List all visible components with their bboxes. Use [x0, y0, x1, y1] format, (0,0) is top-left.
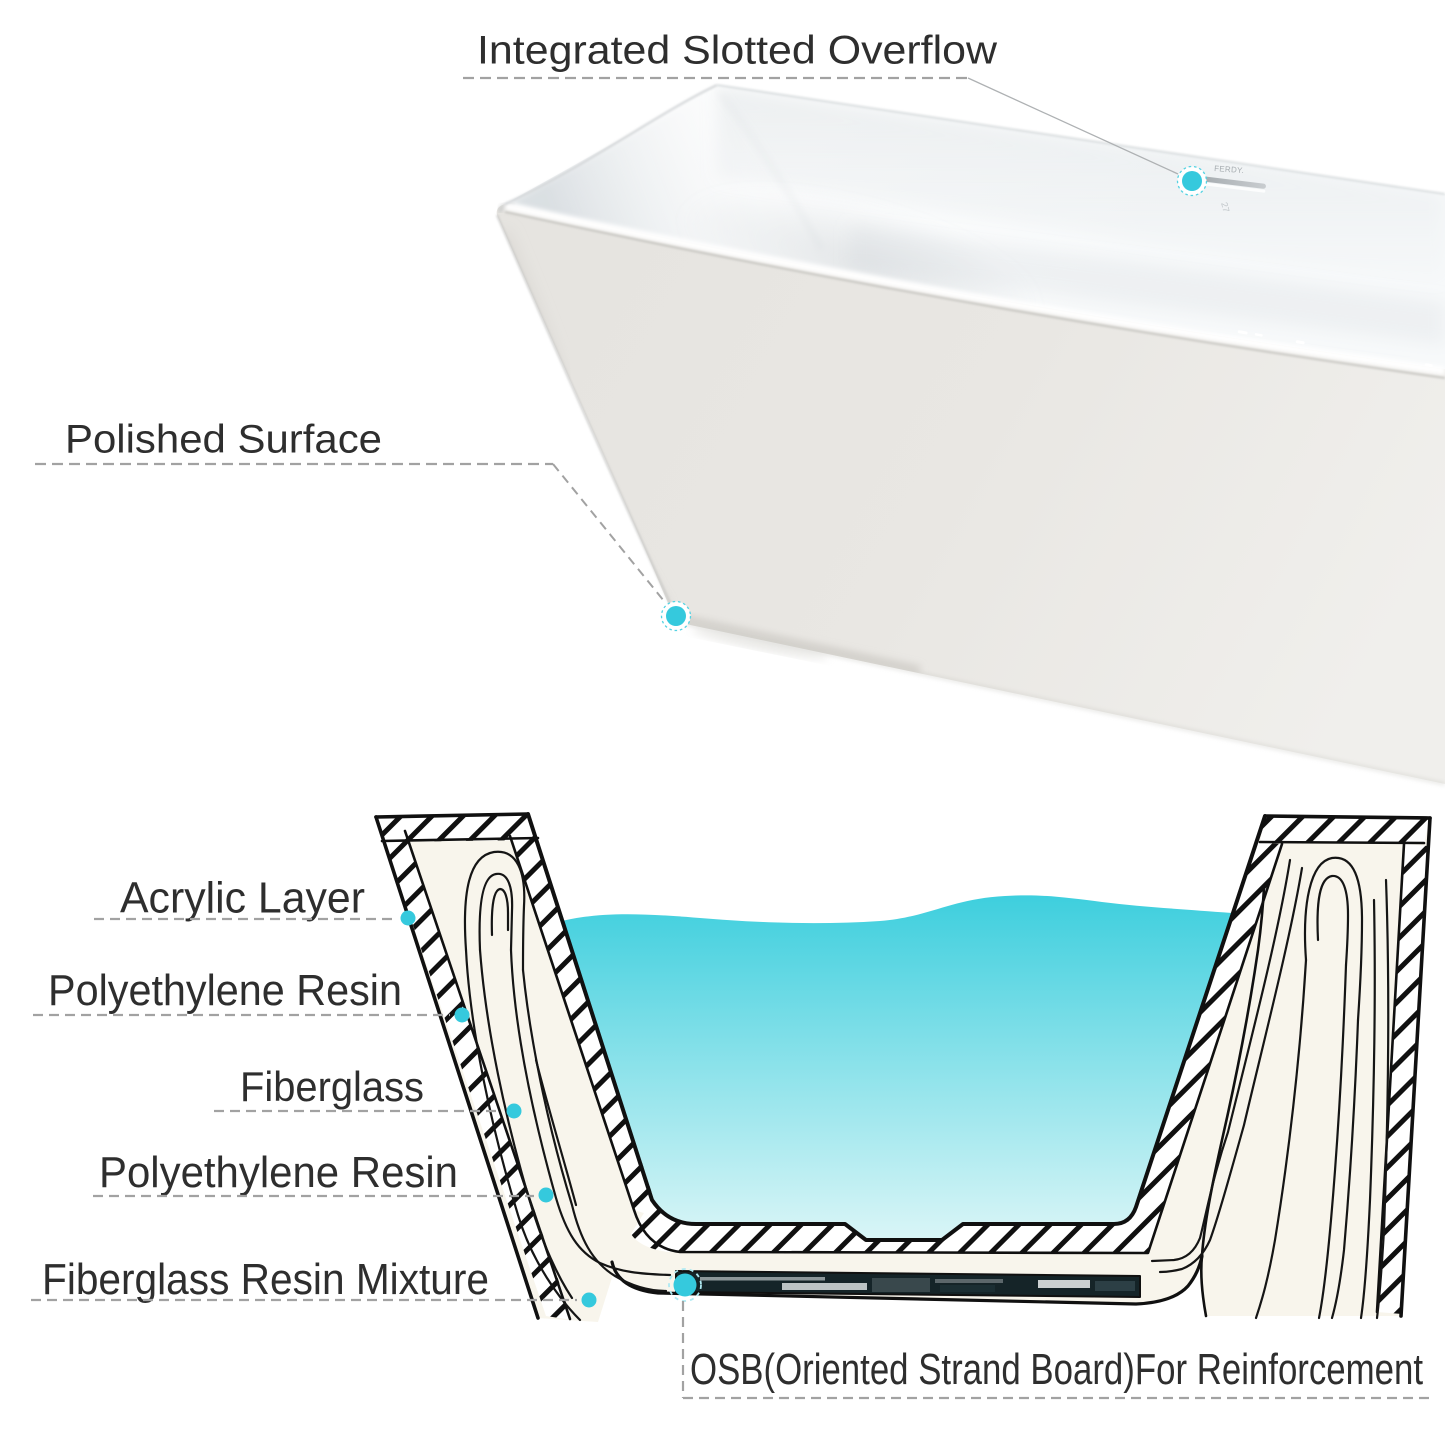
svg-text:FERDY.: FERDY.	[1214, 164, 1245, 175]
svg-text:Polyethylene Resin: Polyethylene Resin	[99, 1149, 458, 1197]
svg-text:Polished Surface: Polished Surface	[65, 418, 382, 462]
svg-text:27: 27	[1219, 201, 1231, 213]
svg-text:Integrated Slotted Overflow: Integrated Slotted Overflow	[477, 29, 998, 73]
svg-text:Fiberglass: Fiberglass	[240, 1063, 424, 1110]
svg-text:OSB(Oriented Strand Board)For: OSB(Oriented Strand Board)For Reinforcem…	[690, 1346, 1423, 1394]
svg-text:Fiberglass Resin Mixture: Fiberglass Resin Mixture	[42, 1255, 489, 1304]
svg-text:Polyethylene Resin: Polyethylene Resin	[48, 967, 402, 1015]
svg-text:Acrylic Layer: Acrylic Layer	[120, 874, 365, 923]
